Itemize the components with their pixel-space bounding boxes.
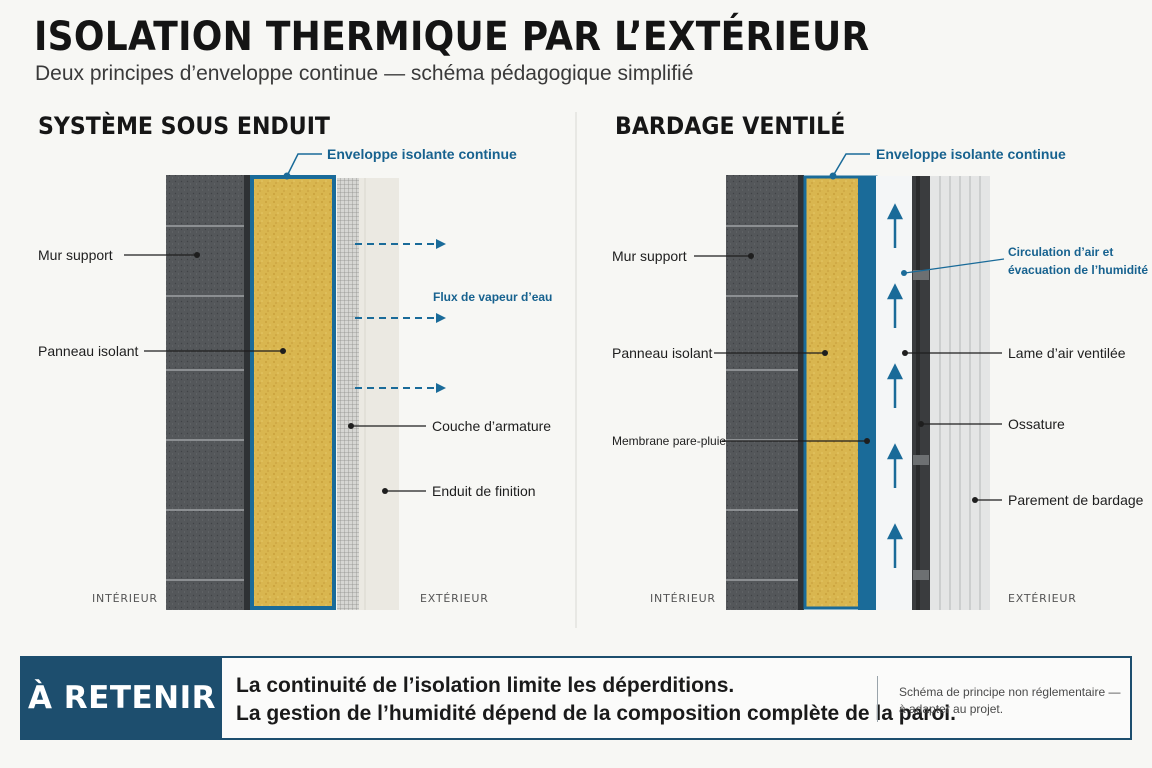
right-ossature-label: Ossature — [1008, 416, 1065, 432]
left-envelope-outline — [250, 175, 336, 610]
diagram-canvas: Enveloppe isolante continue Flux de vape… — [38, 112, 1148, 628]
right-membrane — [858, 176, 876, 610]
left-armature-label: Couche d’armature — [432, 418, 551, 434]
right-circulation-label-1: Circulation d’air et — [1008, 245, 1113, 259]
right-diagram: Enveloppe isolante continue Mur support … — [612, 146, 1148, 610]
retenir-note-1: Schéma de principe non réglementaire — — [899, 685, 1121, 699]
right-envelope-label: Enveloppe isolante continue — [876, 146, 1066, 162]
left-reinforcement-layer — [337, 178, 359, 610]
air-flow-arrows — [886, 203, 904, 568]
right-envelope-leader — [832, 153, 870, 177]
left-envelope-leader — [286, 153, 322, 177]
left-enduit-label: Enduit de finition — [432, 483, 536, 499]
retenir-note: Schéma de principe non réglementaire — à… — [899, 684, 1120, 718]
page-subtitle: Deux principes d’enveloppe continue — sc… — [35, 62, 694, 85]
right-interieur-label: INTÉRIEUR — [650, 592, 716, 605]
left-insulation-board — [253, 178, 333, 607]
vapour-label: Flux de vapeur d’eau — [433, 290, 552, 304]
right-membrane-label: Membrane pare-pluie — [612, 434, 726, 448]
right-masonry-wall — [726, 175, 804, 610]
retenir-label: À RETENIR — [22, 658, 222, 738]
right-mur-support-label: Mur support — [612, 248, 687, 264]
retenir-text: La continuité de l’isolation limite les … — [236, 672, 956, 728]
right-lame-air-label: Lame d’air ventilée — [1008, 345, 1126, 361]
retenir-line-1: La continuité de l’isolation limite les … — [236, 674, 735, 697]
retenir-separator — [877, 676, 878, 722]
right-circulation-label-2: évacuation de l’humidité — [1008, 263, 1148, 277]
left-section-title: SYSTÈME SOUS ENDUIT — [38, 112, 330, 140]
right-parement-label: Parement de bardage — [1008, 492, 1144, 508]
retenir-panel: À RETENIR La continuité de l’isolation l… — [20, 656, 1132, 740]
left-render-layer — [359, 178, 399, 610]
left-mur-support-label: Mur support — [38, 247, 113, 263]
right-panneau-label: Panneau isolant — [612, 345, 713, 361]
retenir-line-2: La gestion de l’humidité dépend de la co… — [236, 702, 956, 725]
left-panneau-label: Panneau isolant — [38, 343, 139, 359]
left-envelope-label: Enveloppe isolante continue — [327, 146, 517, 162]
right-insulation-board — [806, 178, 858, 607]
left-interieur-label: INTÉRIEUR — [92, 592, 158, 605]
left-exterieur-label: EXTÉRIEUR — [420, 592, 489, 605]
right-exterieur-label: EXTÉRIEUR — [1008, 592, 1077, 605]
retenir-note-2: à adapter au projet. — [899, 702, 1004, 716]
right-section-title: BARDAGE VENTILÉ — [615, 112, 846, 140]
page-title: ISOLATION THERMIQUE PAR L’EXTÉRIEUR — [34, 14, 870, 60]
left-masonry-wall — [166, 175, 250, 610]
right-framing — [912, 176, 930, 610]
left-diagram: Enveloppe isolante continue Flux de vape… — [38, 146, 552, 610]
